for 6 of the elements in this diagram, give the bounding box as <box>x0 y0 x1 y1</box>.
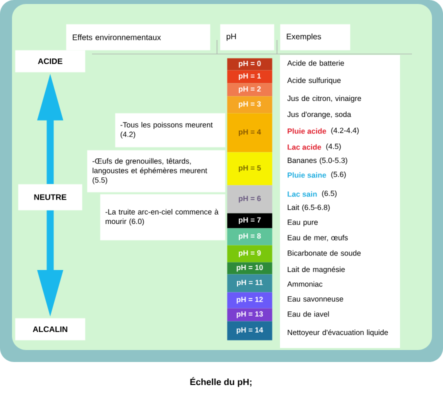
scale-label: ACIDE <box>15 50 86 72</box>
scale-label: NEUTRE <box>18 184 82 210</box>
caption: Échelle du pH; <box>190 377 252 387</box>
scale-label: ALCALIN <box>15 318 86 340</box>
column-header: Exemples <box>280 24 350 50</box>
column-header: pH <box>220 24 274 50</box>
